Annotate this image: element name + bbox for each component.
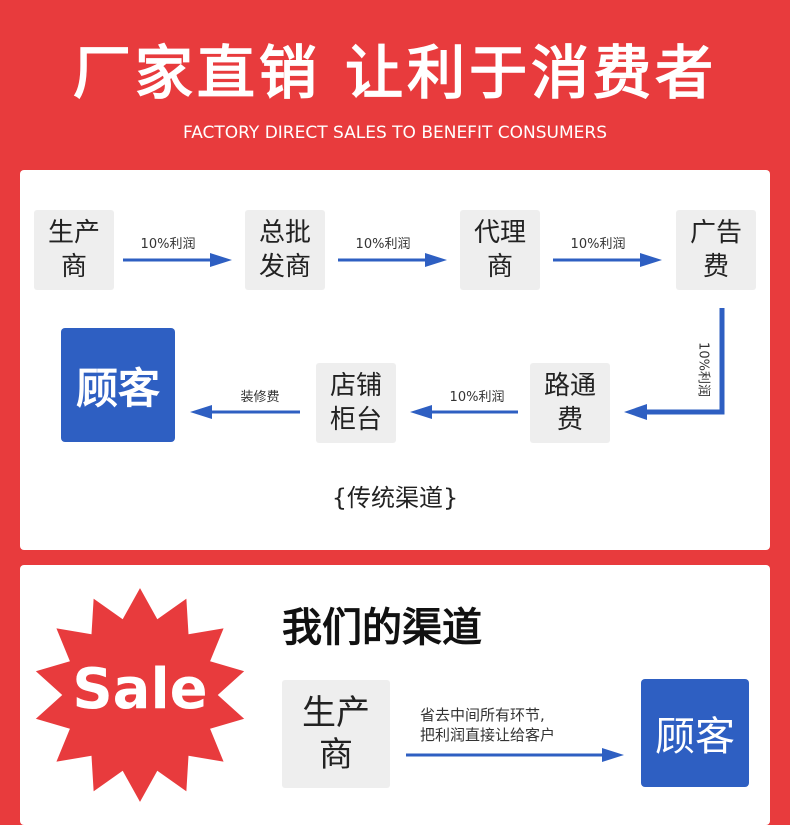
node-agent-line2: 商 xyxy=(486,252,513,282)
flow-arrows xyxy=(123,253,725,420)
our-channel-heading: 我们的渠道 xyxy=(282,605,482,651)
our-producer-box: 生产商 xyxy=(282,680,390,788)
node-wholesaler-line2: 发商 xyxy=(258,252,311,282)
node-advertising: 广告费 xyxy=(676,210,756,290)
sale-badge-label: Sale xyxy=(72,657,208,722)
node-agent: 代理商 xyxy=(460,210,540,290)
node-road-line1: 路通 xyxy=(543,371,596,401)
node-store-counter: 店铺柜台 xyxy=(316,363,396,443)
node-producer-line1: 生产 xyxy=(47,218,100,248)
arrow-left-1 xyxy=(410,405,518,419)
arrow-bend-down-left xyxy=(624,308,725,420)
node-wholesaler: 总批发商 xyxy=(245,210,325,290)
arrow-left-2 xyxy=(190,405,300,419)
arrow-label-2: 10%利润 xyxy=(355,237,411,252)
node-agent-line1: 代理 xyxy=(473,218,526,248)
node-customer-label: 顾客 xyxy=(75,363,160,413)
our-producer-line2: 商 xyxy=(319,735,353,775)
page-subtitle: FACTORY DIRECT SALES TO BENEFIT CONSUMER… xyxy=(183,123,607,143)
arrow-label-1: 10%利润 xyxy=(140,237,196,252)
our-producer-line1: 生产 xyxy=(302,693,370,733)
traditional-channel-panel: 生产商 总批发商 代理商 广告费 顾客 店铺柜台 路通费 xyxy=(20,170,770,550)
page-title: 厂家直销 让利于消费者 xyxy=(72,39,718,107)
node-producer-line2: 商 xyxy=(60,252,87,282)
node-producer: 生产商 xyxy=(34,210,114,290)
arrow-right-2 xyxy=(338,253,447,267)
node-advertising-line1: 广告 xyxy=(689,218,742,248)
node-advertising-line2: 费 xyxy=(702,252,729,282)
arrow-label-4: 10%利润 xyxy=(695,342,711,397)
our-channel-panel: Sale 我们的渠道 生产商 省去中间所有环节, 把利润直接让给客户 顾客 xyxy=(20,565,770,825)
node-customer: 顾客 xyxy=(61,328,175,442)
description-line2: 把利润直接让给客户 xyxy=(420,726,556,744)
node-store-line2: 柜台 xyxy=(329,405,382,435)
node-wholesaler-line1: 总批 xyxy=(258,218,311,248)
our-customer-label: 顾客 xyxy=(655,714,735,760)
arrow-label-3: 10%利润 xyxy=(570,237,626,252)
arrow-label-5: 10%利润 xyxy=(449,390,505,405)
node-road-fee: 路通费 xyxy=(530,363,610,443)
arrow-right-3 xyxy=(553,253,662,267)
description-line1: 省去中间所有环节, xyxy=(420,706,545,724)
arrow-label-6: 装修费 xyxy=(240,390,280,405)
our-channel-description: 省去中间所有环节, 把利润直接让给客户 xyxy=(420,705,640,745)
direct-arrow xyxy=(406,748,624,762)
arrow-right-1 xyxy=(123,253,232,267)
node-store-line1: 店铺 xyxy=(329,371,382,401)
node-road-line2: 费 xyxy=(556,405,583,435)
our-customer-box: 顾客 xyxy=(641,679,749,787)
traditional-channel-caption: {传统渠道} xyxy=(331,484,459,512)
